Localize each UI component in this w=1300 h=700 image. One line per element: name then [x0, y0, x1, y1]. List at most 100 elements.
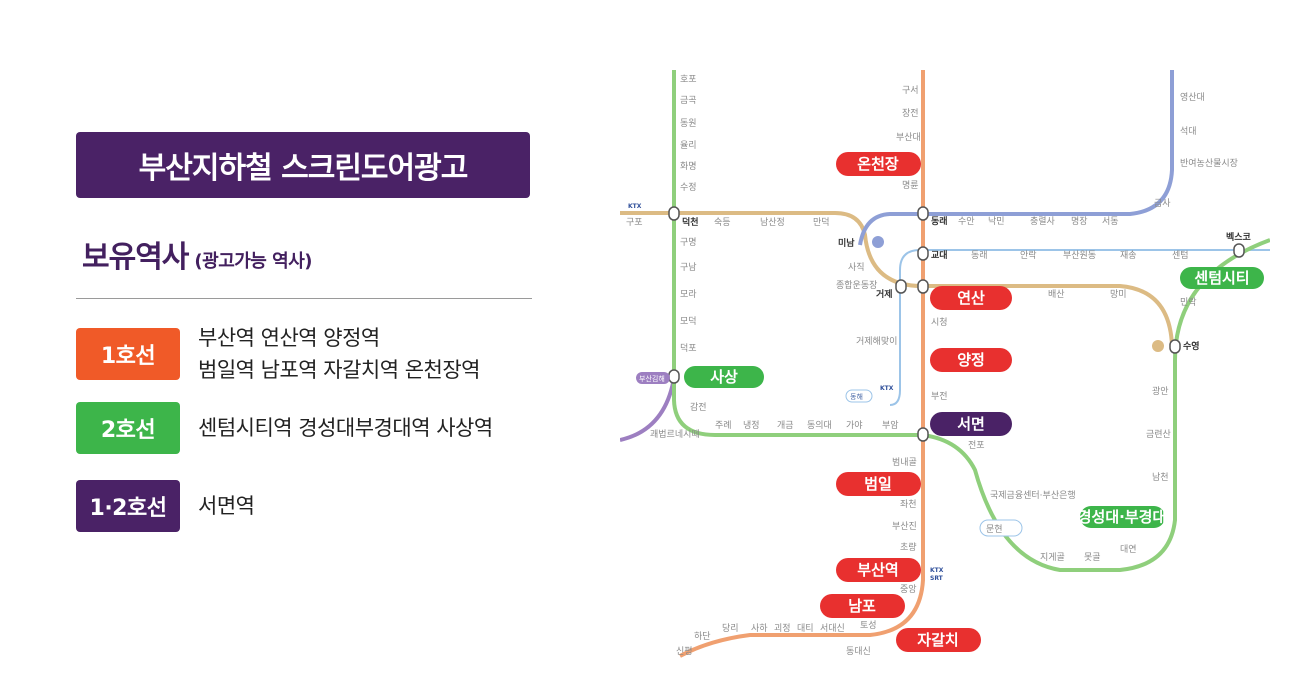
station-label-gupo: 구포 — [626, 217, 643, 228]
station-label-saha: 사하 — [751, 623, 768, 634]
station-label-dongnae: 동래 — [931, 215, 948, 227]
line4-badge — [872, 236, 884, 248]
station-label-geumnyeonsan: 금련산 — [1146, 429, 1171, 440]
station-label-geumgok: 금곡 — [680, 95, 697, 106]
station-label-motgol: 못골 — [1084, 552, 1101, 563]
station-label-sajik: 사직 — [848, 262, 865, 273]
station-label-hadan: 하단 — [694, 631, 711, 642]
station-label-yeongsandae: 영산대 — [1180, 92, 1205, 103]
line12-stations: 서면역 — [198, 494, 255, 518]
station-label-bujeon: 부전 — [931, 391, 948, 402]
station-label-banyeo: 반여농산물시장 — [1180, 157, 1238, 169]
station-label-donghae-dongnae: 동래 — [971, 250, 988, 261]
line2-stations: 센텀시티역 경성대부경대역 사상역 — [198, 416, 493, 440]
label-oncheonjang-text: 온천장 — [857, 155, 899, 173]
station-label-allak: 안락 — [1020, 249, 1037, 261]
station-label-seodaesin: 서대신 — [820, 623, 845, 634]
station-label-namsanjeong: 남산정 — [760, 217, 785, 228]
station-label-jaesong: 재송 — [1120, 250, 1137, 261]
subway-map: 호포 금곡 동원 율리 화명 수정 덕천 구명 구남 모라 모덕 덕포 감전 주… — [620, 70, 1270, 658]
highlight-labels: 온천장 연산 양정 서면 범일 부산역 남포 자갈치 사상 센텀시티 경성대·부… — [684, 152, 1264, 652]
owned-stations-heading: 보유역사(광고가능 역사) — [82, 232, 312, 276]
station-label-yulli: 율리 — [680, 140, 697, 151]
station-label-baesan: 배산 — [1048, 289, 1065, 300]
station-label-gyodae: 교대 — [931, 249, 948, 261]
station-label-goejeong: 괴정 — [774, 623, 791, 634]
station-label-hopo: 호포 — [680, 74, 697, 85]
label-yangjeong — [930, 348, 1012, 372]
line3-badge — [1152, 340, 1164, 352]
srt-logo-busan: SRT — [930, 575, 944, 582]
station-label-munhyeon: 문현 — [986, 524, 1003, 535]
station-label-gaya: 가야 — [846, 420, 863, 431]
station-label-toseong: 토성 — [860, 620, 877, 631]
station-label-centum: 센텀 — [1172, 249, 1189, 261]
station-label-busan-gimhae: 부산김해 — [639, 374, 665, 383]
station-label-geumsa: 금사 — [1154, 198, 1171, 209]
station-label-guseo: 구서 — [902, 85, 919, 96]
station-label-buam: 부암 — [882, 419, 899, 431]
label-kyungsung-text: 경성대·부경대 — [1078, 508, 1167, 526]
station-label-gumyeong: 구명 — [680, 237, 697, 248]
station-label-jwacheon: 좌천 — [900, 499, 917, 510]
label-centum-city — [1180, 267, 1264, 289]
station-label-sinpyeong: 신평 — [676, 646, 693, 657]
station-label-namcheon: 남천 — [1152, 472, 1169, 483]
line4 — [858, 70, 1174, 246]
line1 — [679, 70, 925, 658]
label-jagalchi-text: 자갈치 — [917, 631, 958, 649]
station-label-gunam: 구남 — [680, 262, 697, 273]
station-label-suan: 수안 — [958, 216, 975, 227]
owned-stations-title: 보유역사 — [82, 240, 189, 275]
station-label-jurye: 주례 — [715, 420, 732, 431]
station-label-dangni: 당리 — [722, 623, 739, 634]
gimhae-marker — [636, 372, 670, 384]
station-label-seodong: 서동 — [1102, 216, 1119, 227]
station-label-sukdeung: 숙등 — [714, 217, 731, 228]
station-label-pnu: 부산대 — [896, 132, 921, 143]
line2-badge: 2호선 — [76, 402, 180, 454]
label-beomil-text: 범일 — [864, 475, 892, 493]
station-label-suyeong: 수영 — [1183, 340, 1200, 352]
line1-stations-row2: 범일역 남포역 자갈치역 온천장역 — [198, 358, 481, 382]
station-label-daeti: 대티 — [797, 623, 814, 634]
station-label-naengjeong: 냉정 — [743, 420, 760, 431]
station-label-bexco: 벡스코 — [1226, 231, 1251, 243]
line1-stations-row1: 부산역 연산역 양정역 — [198, 326, 380, 350]
label-busan-station-text: 부산역 — [857, 561, 898, 579]
label-busan-station — [836, 558, 921, 582]
station-label-myeongjang: 명장 — [1071, 216, 1088, 227]
label-yeonsan-text: 연산 — [957, 289, 985, 307]
label-nampo — [820, 594, 905, 618]
station-labels: 호포 금곡 동원 율리 화명 수정 덕천 구명 구남 모라 모덕 덕포 감전 주… — [626, 74, 1251, 657]
ktx-logo-busan: KTX — [930, 567, 944, 574]
label-sasang-text: 사상 — [710, 368, 738, 386]
gimhae-line — [620, 377, 676, 442]
divider — [76, 298, 532, 299]
station-label-deokpo: 덕포 — [680, 343, 697, 354]
page-title: 부산지하철 스크린도어광고 — [76, 132, 530, 198]
label-sasang — [684, 366, 764, 388]
station-label-beomnaegol: 범내골 — [892, 457, 917, 468]
label-nampo-text: 남포 — [848, 597, 876, 615]
station-label-mora: 모라 — [680, 289, 697, 300]
ktx-logo-bujeon: KTX — [880, 385, 894, 392]
station-label-gwangan: 광안 — [1152, 385, 1169, 397]
station-label-jungang: 중앙 — [900, 583, 917, 595]
label-yangjeong-text: 양정 — [957, 351, 985, 369]
station-label-deokcheon: 덕천 — [682, 217, 699, 228]
station-label-sicheong: 시청 — [931, 317, 948, 328]
station-label-modeok: 모덕 — [680, 316, 697, 327]
line12-badge: 1·2호선 — [76, 480, 180, 532]
label-kyungsung — [1080, 506, 1165, 528]
station-label-dongeuidae: 동의대 — [807, 420, 832, 431]
station-label-sports-complex: 종합운동장 — [836, 280, 877, 291]
station-label-dongdaesin: 동대신 — [846, 646, 871, 657]
station-label-gaegeum: 개금 — [777, 420, 794, 431]
line1-badge: 1호선 — [76, 328, 180, 380]
ktx-logo-gupo: KTX — [628, 203, 642, 210]
station-label-jeonpo: 전포 — [968, 440, 985, 451]
label-beomil — [836, 472, 921, 496]
donghae-line — [889, 249, 921, 406]
station-label-seokdae: 석대 — [1180, 126, 1197, 137]
